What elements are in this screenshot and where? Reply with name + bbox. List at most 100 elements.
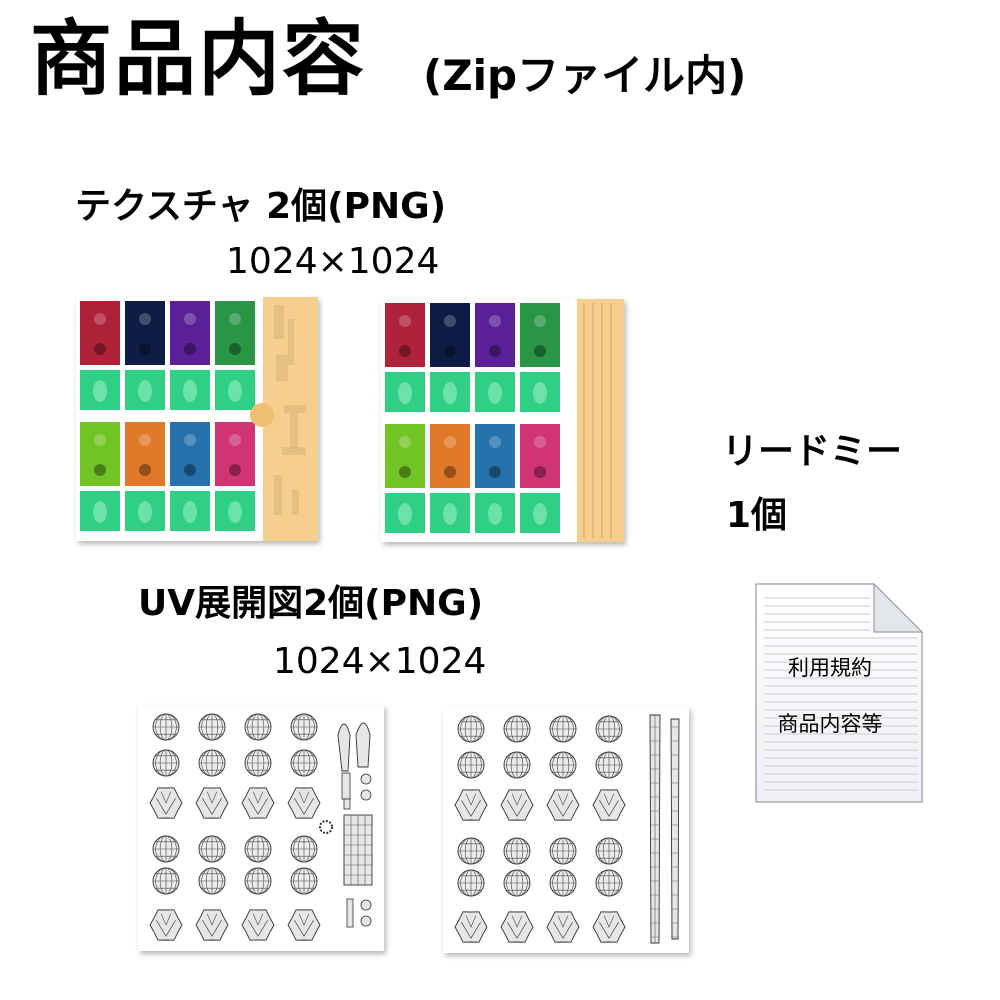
uv-petal-island (546, 789, 580, 821)
texture-swatch (125, 301, 165, 365)
texture-tile-highlight (228, 501, 242, 523)
texture-swatch (170, 422, 210, 486)
texture-swatch (520, 424, 560, 488)
uv-sphere-island (549, 869, 577, 897)
uv-petal-island (592, 789, 626, 821)
texture-spot (534, 315, 546, 327)
readme-caption-line2: 1個 (726, 495, 788, 536)
texture-spot (399, 345, 411, 357)
texture-spot (534, 466, 546, 478)
texture-spot (139, 434, 151, 446)
uv-petal-island (454, 789, 488, 821)
texture-spot (489, 345, 501, 357)
texture-swatch (430, 424, 470, 488)
uv-sphere-island (152, 835, 180, 863)
uv-extra-islands (319, 722, 373, 928)
readme-caption-line1: リードミー (722, 431, 903, 472)
texture-tile-highlight (398, 503, 412, 525)
uv-sphere-island (198, 835, 226, 863)
texture-spot (489, 466, 501, 478)
uv-petal-island (500, 911, 534, 943)
texture-image-2 (381, 299, 624, 542)
texture-swatch (475, 303, 515, 367)
uv-sphere-island (198, 749, 226, 777)
uv-sphere-island (244, 835, 272, 863)
texture-tile-highlight (533, 382, 547, 404)
texture-spot (399, 436, 411, 448)
texture-image-1 (76, 297, 318, 541)
uv-sphere-island (244, 713, 272, 741)
texture-tile-highlight (93, 501, 107, 523)
uv-petal-island (149, 909, 183, 941)
texture-spot (94, 434, 106, 446)
texture-tile-highlight (93, 380, 107, 402)
uv-sphere-island (503, 751, 531, 779)
uv-petal-island (195, 787, 229, 819)
uv-2-svg (454, 714, 680, 944)
uv-sphere-island (152, 749, 180, 777)
uv-petal-island (592, 911, 626, 943)
uv-stick-islands (649, 714, 680, 944)
texture-swatch (215, 422, 255, 486)
uv-sphere-island (595, 715, 623, 743)
uv-sphere-island (457, 869, 485, 897)
uv-image-1 (138, 705, 384, 951)
uv-sphere-island (244, 749, 272, 777)
texture-tile-highlight (228, 380, 242, 402)
texture-uv-shape (284, 405, 306, 413)
texture-swatch (80, 301, 120, 365)
readme-document: 利用規約 商品内容等 (752, 580, 928, 808)
uv-sphere-island (152, 867, 180, 895)
texture-uv-shape (274, 475, 282, 515)
texture-swatch (430, 303, 470, 367)
texture-spot (229, 434, 241, 446)
texture-swatch (475, 424, 515, 488)
texture-spot (444, 436, 456, 448)
uv-caption: UV展開図2個(PNG) (138, 583, 484, 624)
texture-strip (577, 299, 624, 542)
texture-dimensions: 1024×1024 (226, 241, 440, 282)
texture-spot (444, 345, 456, 357)
texture-swatch (520, 303, 560, 367)
uv-petal-island (454, 911, 488, 943)
texture-tile-highlight (443, 382, 457, 404)
texture-spot (139, 313, 151, 325)
uv-petal-island (287, 909, 321, 941)
uv-dimensions: 1024×1024 (273, 641, 487, 682)
texture-uv-shape (290, 413, 298, 449)
texture-tile-highlight (138, 501, 152, 523)
texture-uv-shape (276, 355, 288, 381)
uv-sphere-island (595, 751, 623, 779)
texture-caption: テクスチャ 2個(PNG) (75, 186, 447, 227)
uv-petal-island (500, 789, 534, 821)
uv-sphere-island (290, 835, 318, 863)
texture-tile-highlight (488, 503, 502, 525)
document-label-terms: 利用規約 (788, 656, 872, 680)
uv-sphere-island (290, 867, 318, 895)
texture-spot (94, 343, 106, 355)
uv-sphere-island (503, 715, 531, 743)
texture-spot (184, 464, 196, 476)
texture-spot (489, 315, 501, 327)
uv-sphere-island (290, 749, 318, 777)
texture-strip-notch (250, 403, 274, 427)
texture-uv-shape (292, 489, 299, 515)
texture-spot (444, 466, 456, 478)
texture-swatch (125, 422, 165, 486)
uv-sphere-island (244, 867, 272, 895)
texture-tile-highlight (443, 503, 457, 525)
uv-sphere-island (198, 713, 226, 741)
texture-uv-shape (288, 319, 294, 365)
texture-spot (139, 464, 151, 476)
texture-spot (399, 315, 411, 327)
texture-tile-highlight (533, 503, 547, 525)
uv-sphere-island (457, 715, 485, 743)
texture-uv-shape (274, 305, 284, 339)
texture-spot (184, 343, 196, 355)
texture-spot (534, 345, 546, 357)
texture-tile-highlight (488, 382, 502, 404)
uv-sphere-island (595, 869, 623, 897)
texture-spot (399, 466, 411, 478)
uv-petal-island (149, 787, 183, 819)
uv-1-svg (149, 713, 373, 941)
